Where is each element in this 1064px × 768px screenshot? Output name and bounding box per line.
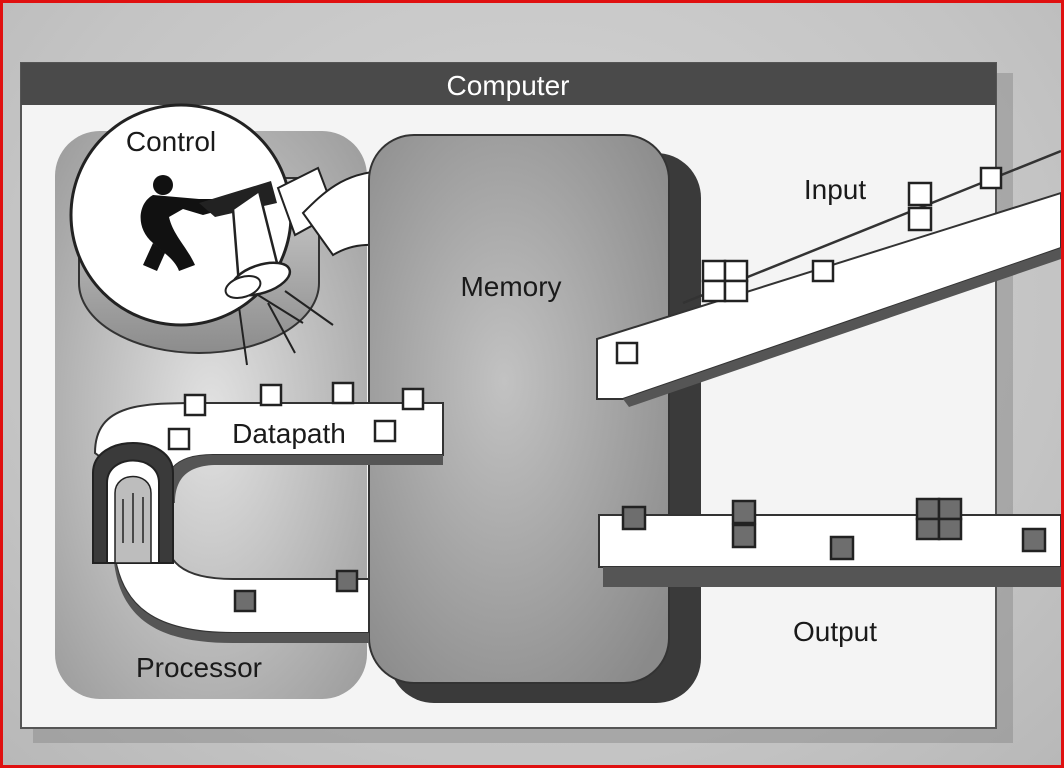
input-label: Input — [804, 174, 866, 205]
datapath-square — [169, 429, 189, 449]
computer-title: Computer — [447, 70, 570, 101]
datapath-square — [185, 395, 205, 415]
input-square — [909, 183, 931, 205]
result-square — [337, 571, 357, 591]
output-label: Output — [793, 616, 877, 647]
input-square — [981, 168, 1001, 188]
result-square — [235, 591, 255, 611]
datapath-square — [403, 389, 423, 409]
datapath-label: Datapath — [232, 418, 346, 449]
output-square — [1023, 529, 1045, 551]
output-square-grid — [917, 499, 961, 539]
output-square — [831, 537, 853, 559]
input-square — [617, 343, 637, 363]
input-square-grid — [703, 261, 747, 301]
output-square — [733, 525, 755, 547]
computer-diagram: Computer Control Memory Input — [3, 3, 1061, 765]
output-square — [733, 501, 755, 523]
memory-label: Memory — [460, 271, 561, 302]
alu-arch-icon — [93, 443, 173, 563]
processor-label: Processor — [136, 652, 262, 683]
control-label: Control — [126, 126, 216, 157]
datapath-square — [375, 421, 395, 441]
datapath-square — [333, 383, 353, 403]
input-square — [813, 261, 833, 281]
datapath-square — [261, 385, 281, 405]
input-square — [909, 208, 931, 230]
output-square — [623, 507, 645, 529]
